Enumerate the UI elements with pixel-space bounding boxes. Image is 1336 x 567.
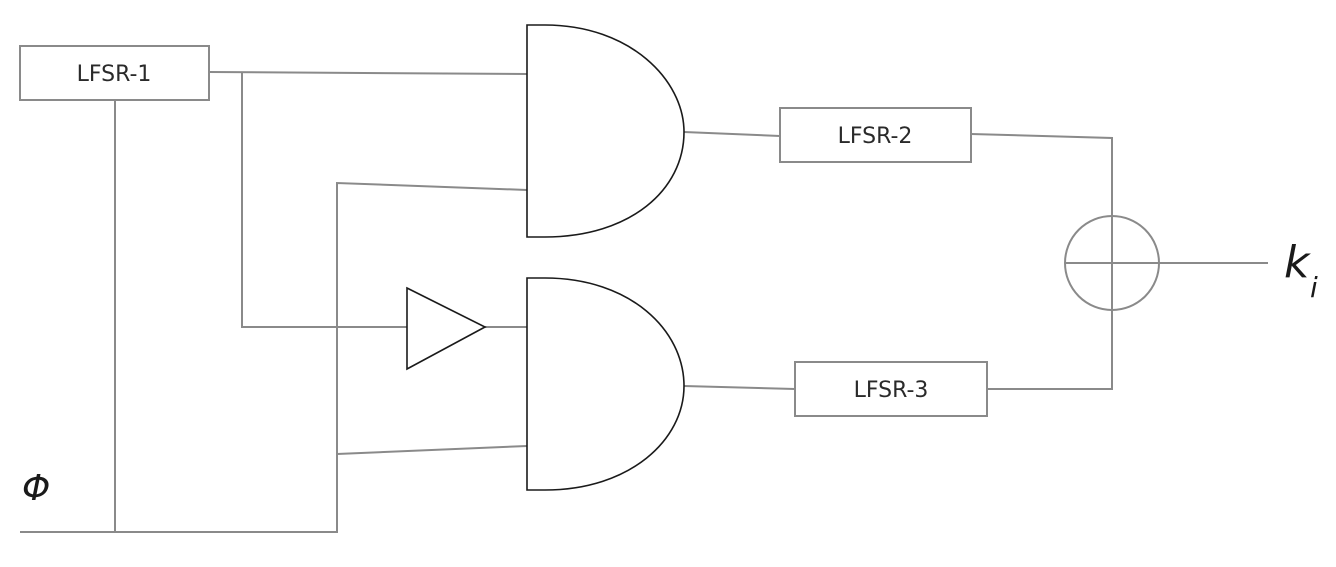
lfsr2-block: LFSR-2 <box>779 107 972 163</box>
lfsr1-to-inverter-wire <box>241 72 407 328</box>
clock-wire <box>20 181 528 533</box>
lfsr1-to-and1-wire <box>208 71 528 75</box>
wires <box>20 71 1268 533</box>
xor-operator <box>1064 215 1160 311</box>
output-symbol-subscript: i <box>1310 271 1318 304</box>
lfsr2-to-xor-wire <box>970 133 1113 216</box>
lfsr1-label: LFSR-1 <box>77 62 152 87</box>
lfsr1-block: LFSR-1 <box>19 45 210 101</box>
and-gate-lower <box>526 277 685 491</box>
clock-symbol: Φ <box>22 468 50 509</box>
output-symbol: k i <box>1284 237 1318 304</box>
output-symbol-base: k <box>1284 237 1311 288</box>
lfsr2-label: LFSR-2 <box>838 124 913 149</box>
clock-to-and2-wire <box>336 445 528 455</box>
lfsr3-block: LFSR-3 <box>794 361 988 417</box>
lfsr3-to-xor-wire <box>987 310 1113 390</box>
and1-to-lfsr2-wire <box>683 131 781 137</box>
and2-to-lfsr3-wire <box>683 385 796 390</box>
inverter-triangle <box>406 286 487 371</box>
lfsr3-label: LFSR-3 <box>854 378 929 403</box>
and-gate-upper <box>526 24 685 238</box>
